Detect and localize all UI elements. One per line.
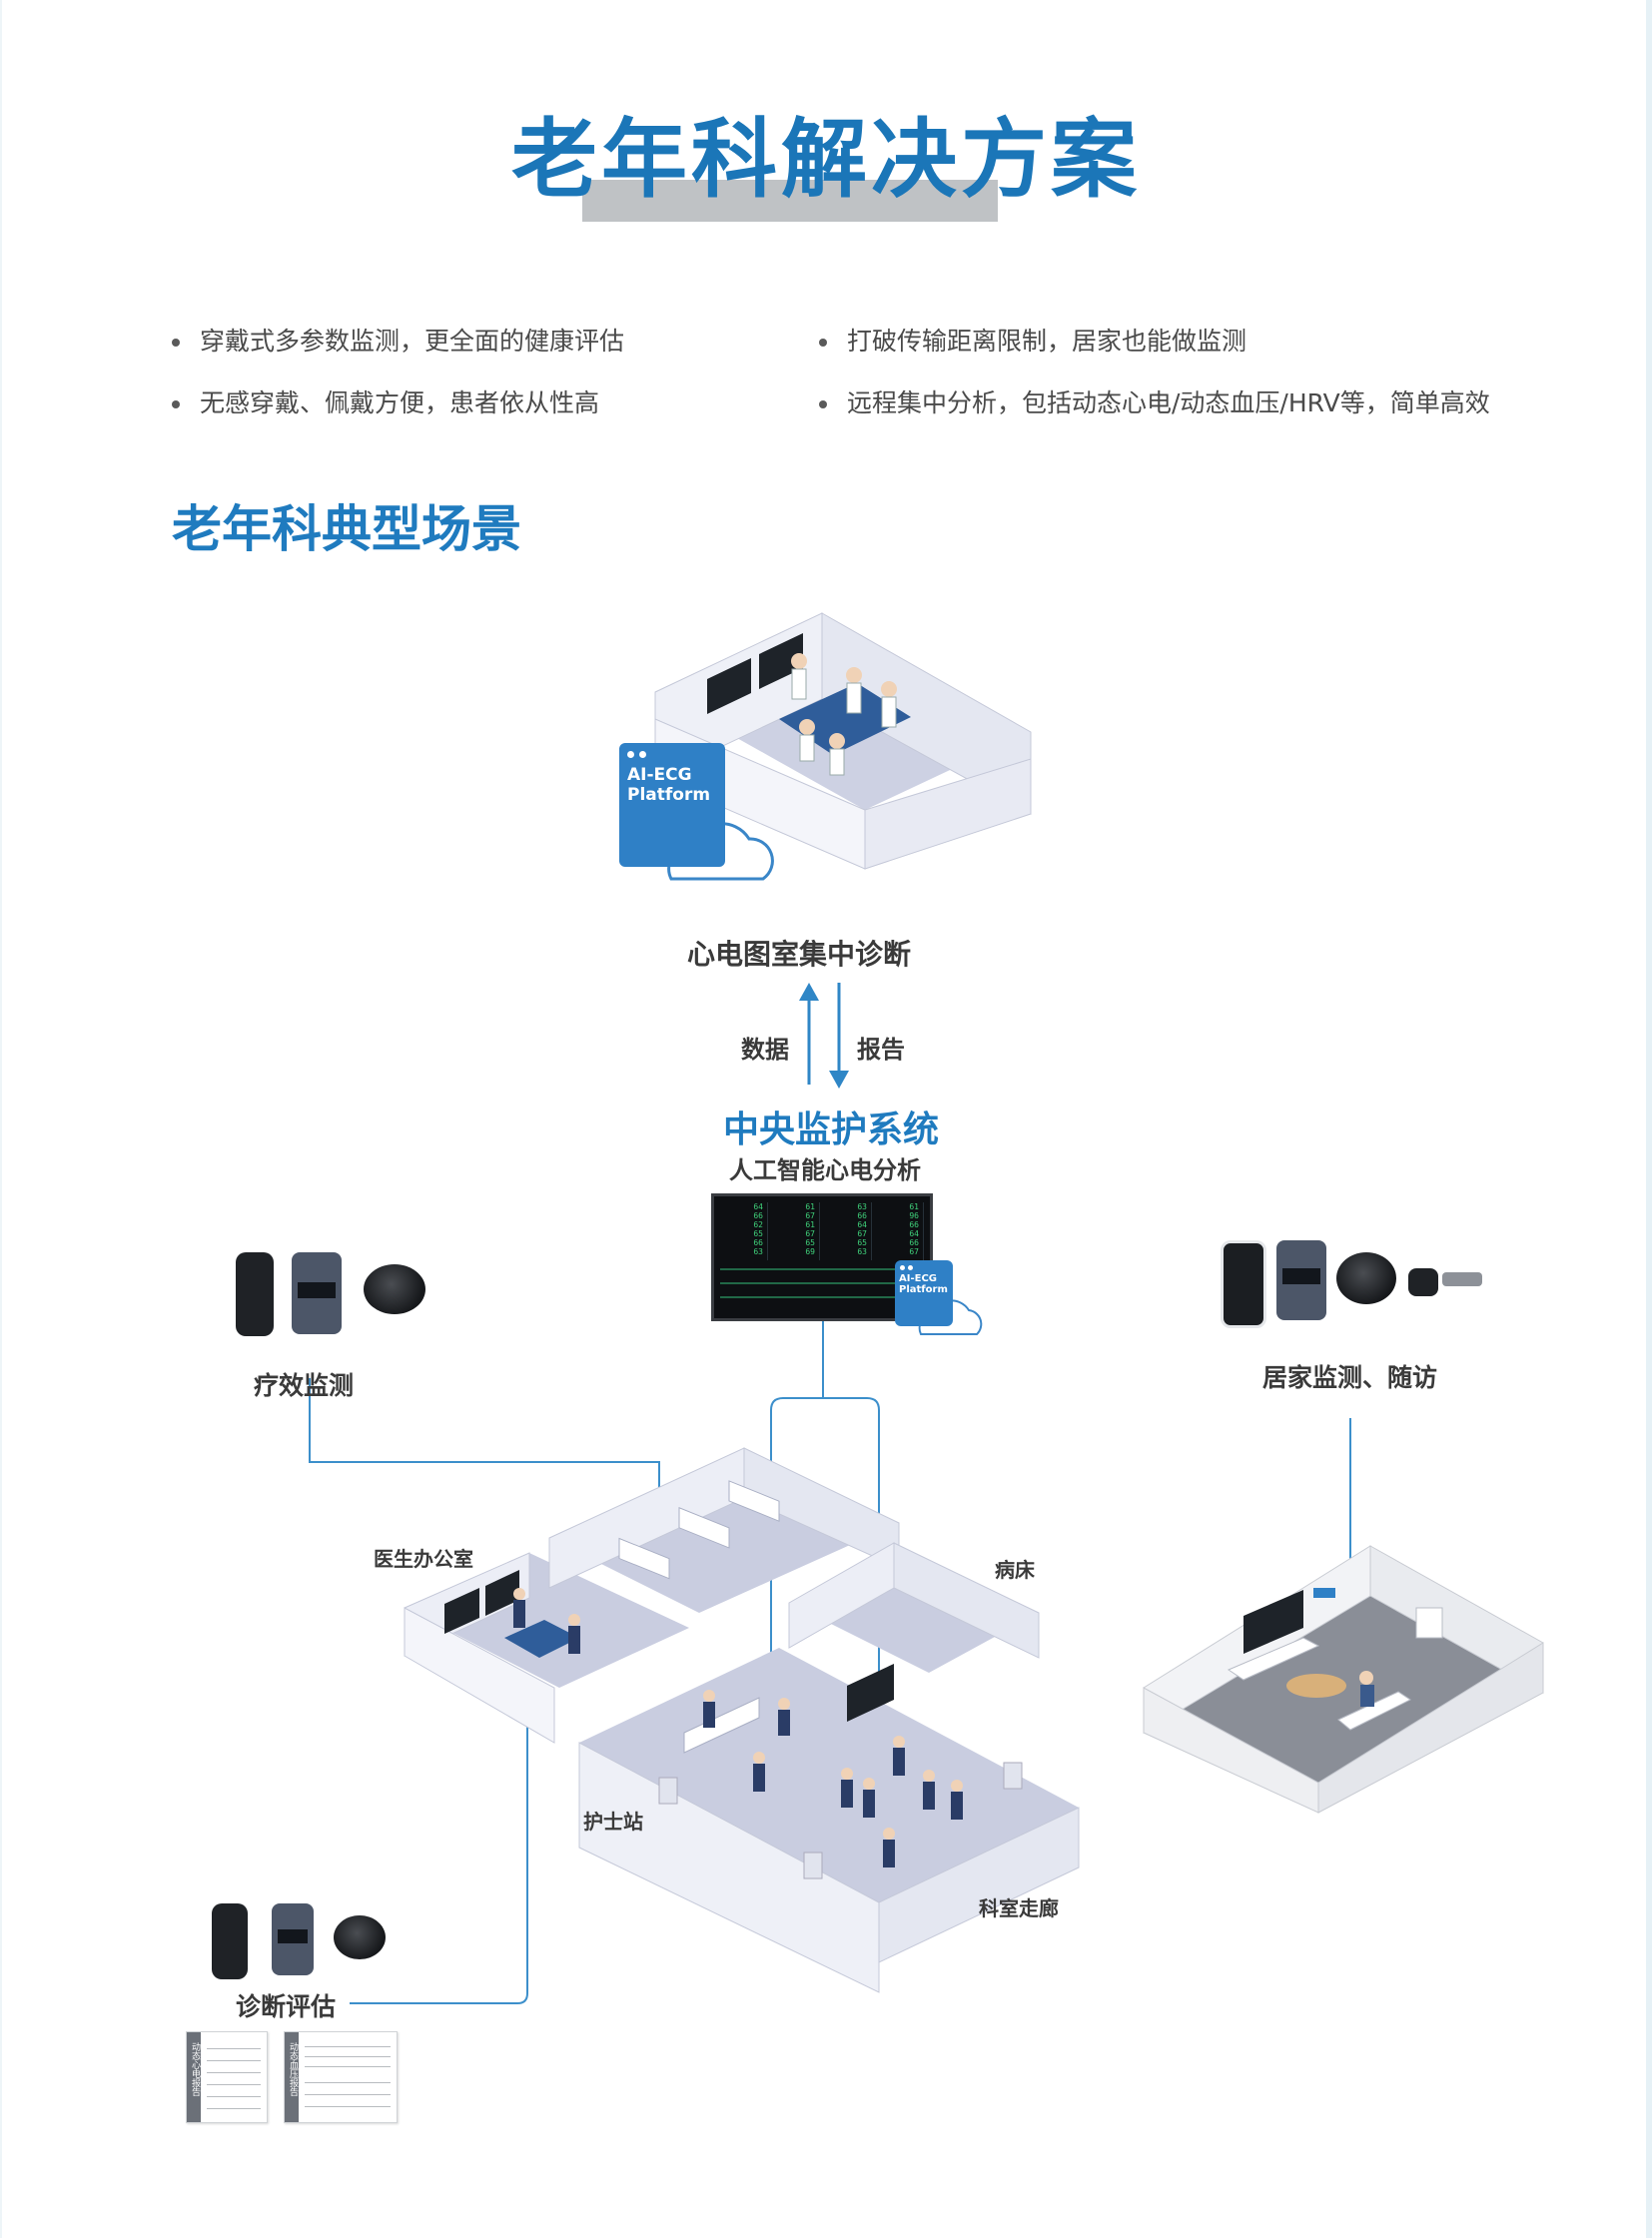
corridor-label: 科室走廊 [979,1896,1059,1920]
monitor-value: 96 [909,1211,919,1220]
bullet-text: 无感穿戴、佩戴方便，患者依从性高 [200,388,600,417]
finger-sensor-icon [1408,1268,1438,1296]
window-dot-icon [908,1265,913,1270]
ecg-room-illustration [654,612,1032,870]
monitor-value: 64 [753,1202,763,1211]
window-dot-icon [639,751,646,758]
nurse-station-label: 护士站 [583,1810,643,1834]
oximeter-ring-icon [1336,1252,1396,1304]
page-edge-right [1646,0,1652,2238]
central-monitoring-subtitle: 人工智能心电分析 [729,1156,921,1184]
data-arrow-label: 数据 [741,1036,789,1064]
diagnosis-assessment-label: 诊断评估 [236,1992,337,2021]
bullet-item: 打破传输距离限制，居家也能做监测 [819,322,1246,358]
report-arrow-label: 报告 [857,1036,905,1064]
ward-floor-plan [404,1447,1080,1993]
bullet-item: 穿戴式多参数监测，更全面的健康评估 [172,322,624,358]
monitor-value: 66 [857,1211,867,1220]
monitor-value: 63 [857,1202,867,1211]
section-title: 老年科典型场景 [172,500,521,558]
platform-label-line1: AI-ECG [627,765,692,785]
platform-small-line2: Platform [899,1284,948,1295]
platform-label-line2: Platform [627,785,711,805]
monitor-value: 67 [805,1211,815,1220]
ai-ecg-platform-card: AI-ECG Platform [619,743,725,867]
sensor-cable-icon [1442,1272,1482,1286]
wearable-ecg-device-icon [212,1903,248,1979]
blood-pressure-device-icon [272,1903,314,1975]
ecg-wave-line [720,1296,924,1298]
wearable-ecg-device-icon [236,1252,274,1336]
home-room-illustration [1143,1545,1544,1814]
page-edge-left [0,0,2,2238]
monitor-value: 66 [909,1238,919,1247]
monitor-value: 63 [753,1247,763,1256]
doctor-office-label: 医生办公室 [374,1547,473,1571]
monitor-value: 66 [909,1220,919,1229]
monitor-value: 65 [805,1238,815,1247]
monitor-value: 66 [753,1211,763,1220]
monitor-value: 63 [857,1247,867,1256]
ecg-wave-line [720,1282,924,1284]
monitor-value: 61 [909,1202,919,1211]
ecg-report-thumbnail: 动态心电报告 [186,2031,268,2123]
monitor-value: 62 [753,1220,763,1229]
monitor-value: 65 [753,1229,763,1238]
monitor-value: 61 [805,1220,815,1229]
monitor-value: 65 [857,1238,867,1247]
monitor-value: 67 [909,1247,919,1256]
monitor-value: 69 [805,1247,815,1256]
bullet-dot-icon [819,339,827,347]
oximeter-ring-icon [334,1915,386,1959]
ecg-wave-line [720,1268,924,1270]
window-dot-icon [627,751,634,758]
home-monitoring-label: 居家监测、随访 [1262,1363,1438,1392]
central-monitoring-title: 中央监护系统 [723,1110,940,1150]
blood-pressure-device-icon [1276,1240,1326,1320]
platform-small-line1: AI-ECG [899,1273,937,1284]
bullet-dot-icon [172,339,180,347]
ecg-room-label: 心电图室集中诊断 [687,938,912,971]
oximeter-ring-icon [364,1264,425,1314]
bullet-item: 远程集中分析，包括动态心电/动态血压/HRV等，简单高效 [819,383,1490,419]
monitor-value: 61 [805,1202,815,1211]
report-title: 动态血压报告 [288,2042,298,2096]
wearable-ecg-device-icon [1221,1240,1266,1328]
bullet-dot-icon [172,400,180,408]
window-dot-icon [900,1265,905,1270]
report-arrow-down-icon [829,983,849,1089]
bullet-text: 打破传输距离限制，居家也能做监测 [847,327,1247,356]
connector-lines [309,1318,1351,2004]
monitor-value: 64 [909,1229,919,1238]
bp-report-thumbnail: 动态血压报告 [284,2031,398,2123]
report-title: 动态心电报告 [190,2042,200,2096]
monitor-value: 66 [753,1238,763,1247]
bullet-text: 穿戴式多参数监测，更全面的健康评估 [200,327,625,356]
monitor-value: 64 [857,1220,867,1229]
bullet-text: 远程集中分析，包括动态心电/动态血压/HRV等，简单高效 [847,388,1490,417]
bullet-item: 无感穿戴、佩戴方便，患者依从性高 [172,383,599,419]
staff-figures [513,1588,963,1867]
data-arrow-up-icon [799,983,819,1085]
blood-pressure-device-icon [292,1252,342,1334]
page-title: 老年科解决方案 [511,110,1141,210]
monitor-value: 67 [805,1229,815,1238]
treatment-monitoring-label: 疗效监测 [254,1371,355,1400]
title-underline-bar [582,180,998,222]
bullet-dot-icon [819,400,827,408]
ward-bed-label: 病床 [995,1558,1035,1582]
monitor-value: 67 [857,1229,867,1238]
ai-ecg-platform-card-small: AI-ECG Platform [895,1260,953,1326]
